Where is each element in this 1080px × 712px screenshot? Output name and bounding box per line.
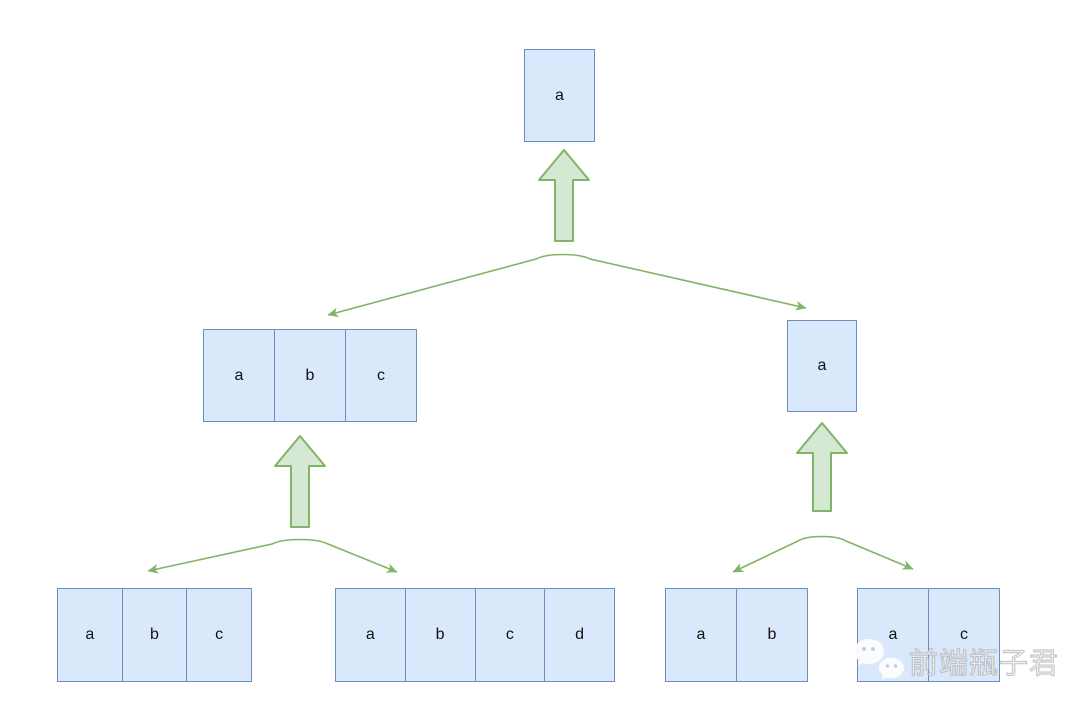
node-level3-far-left: a b c [57, 588, 252, 682]
node-cell: b [404, 589, 475, 681]
node-cell: c [345, 330, 416, 421]
branch-arrow-top [327, 253, 807, 318]
node-cell: c [928, 589, 999, 681]
node-level2-right: a [787, 320, 857, 412]
merge-up-arrow-icon-right [796, 422, 848, 512]
node-cell: a [555, 86, 564, 104]
node-level3-mid-right: a b [665, 588, 808, 682]
node-cell: c [474, 589, 545, 681]
node-cell: a [888, 626, 898, 643]
node-root: a [524, 49, 595, 142]
node-cell: a [85, 626, 95, 643]
node-cell: a [696, 626, 706, 643]
node-cell: a [234, 366, 244, 384]
node-cell: d [544, 589, 614, 681]
node-cell: a [817, 357, 827, 374]
node-level2-left: a b c [203, 329, 417, 422]
merge-up-arrow-icon-left [274, 435, 326, 528]
node-cell: a [365, 626, 375, 643]
node-level3-mid-left: a b c d [335, 588, 615, 682]
node-cell: b [736, 589, 807, 681]
node-level3-far-right: a c [857, 588, 1000, 682]
branch-arrow-right [732, 535, 914, 573]
node-cell: c [186, 589, 251, 681]
node-cell: b [274, 330, 345, 421]
merge-up-arrow-icon-top [538, 149, 590, 242]
branch-arrow-left [147, 538, 398, 574]
node-cell: b [121, 589, 187, 681]
